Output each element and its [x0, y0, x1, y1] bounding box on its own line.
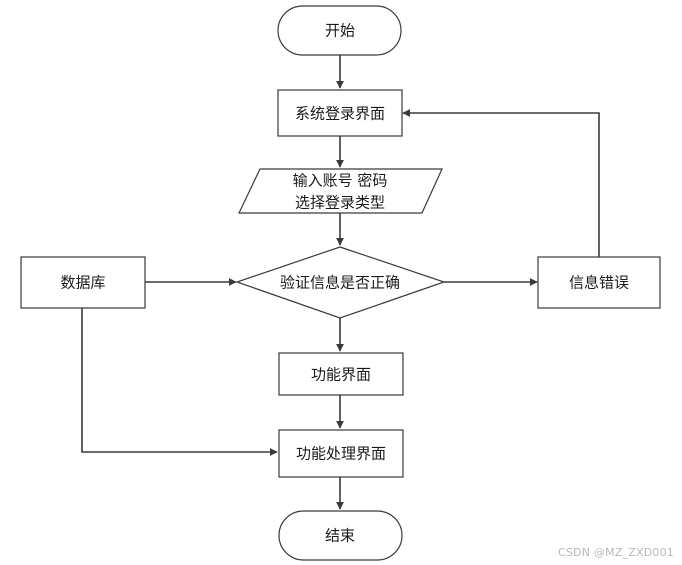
function-screen-shape: [278, 352, 404, 396]
database-node: 数据库: [20, 256, 146, 309]
edge-error-to-login: [402, 109, 600, 257]
error-label: 信息错误: [569, 274, 629, 292]
error-shape: [537, 256, 661, 309]
input-label-line2: 选择登录类型: [295, 194, 385, 212]
start-label: 开始: [325, 22, 355, 40]
input-label-line1: 输入账号 密码: [293, 172, 388, 190]
login-screen-node: 系统登录界面: [277, 89, 403, 137]
verify-decision-shape: [235, 246, 446, 319]
error-node: 信息错误: [537, 256, 661, 309]
start-node: 开始: [277, 5, 402, 56]
database-shape: [20, 256, 146, 309]
login-screen-shape: [277, 89, 403, 137]
input-node: 输入账号 密码 选择登录类型: [238, 168, 443, 214]
start-shape: [277, 5, 402, 56]
function-screen-label: 功能界面: [311, 366, 371, 384]
login-screen-label: 系统登录界面: [295, 105, 385, 123]
database-label: 数据库: [60, 274, 105, 292]
function-processing-label: 功能处理界面: [296, 445, 386, 463]
edge-database-to-processing: [81, 308, 278, 456]
input-shape: [238, 168, 443, 214]
verify-decision-label: 验证信息是否正确: [280, 274, 400, 292]
end-node: 结束: [278, 510, 403, 561]
end-shape: [278, 510, 403, 561]
watermark-text: CSDN @MZ_ZXD001: [558, 546, 674, 559]
function-screen-node: 功能界面: [278, 352, 404, 396]
verify-decision-node: 验证信息是否正确: [235, 246, 446, 319]
end-label: 结束: [325, 527, 355, 545]
function-processing-node: 功能处理界面: [278, 429, 404, 478]
function-processing-shape: [278, 429, 404, 478]
